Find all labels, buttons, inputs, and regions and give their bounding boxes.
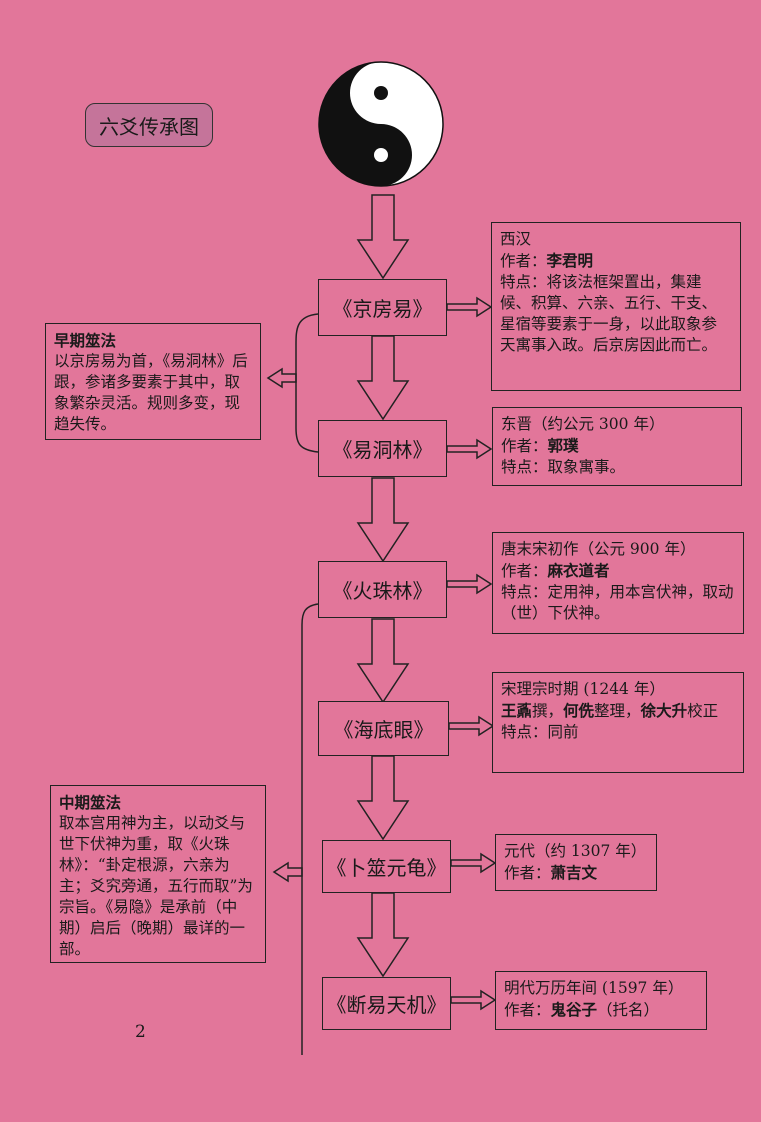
down-arrow [356, 194, 410, 280]
middle-method-text: 取本宫用神为主，以动爻与世下伏神为重，取《火珠林》：“卦定根源，六亲为主；爻究旁… [59, 814, 253, 958]
info-box-haidiyan: 宋理宗时期 (1244 年） 王鼒撰，何侁整理，徐大升校正 特点：同前 [492, 672, 744, 773]
info-author-line: 王鼒撰，何侁整理，徐大升校正 [501, 701, 719, 720]
info-box-yidonglin: 东晋（约公元 300 年） 作者：郭璞 特点：取象寓事。 [492, 407, 742, 486]
middle-bracket [301, 603, 319, 1055]
info-author: 郭璞 [547, 436, 579, 455]
info-feature: 特点：取象寓事。 [501, 458, 626, 476]
info-author-line: 作者：麻衣道者 [501, 561, 610, 580]
down-arrow [356, 477, 410, 563]
info-box-duanyitianji: 明代万历年间 (1597 年） 作者：鬼谷子（托名） [495, 971, 707, 1030]
info-box-huozhulin: 唐末宋初作（公元 900 年） 作者：麻衣道者 特点：定用神，用本宫伏神，取动（… [492, 532, 744, 634]
info-author: 鬼谷子 [550, 1000, 598, 1019]
diagram-title: 六爻传承图 [85, 103, 213, 147]
right-arrow [448, 715, 495, 737]
book-jingfangyi: 《京房易》 [318, 279, 447, 336]
info-author: 萧吉文 [550, 863, 598, 882]
info-era: 元代（约 1307 年） [504, 842, 647, 860]
book-huozhulin: 《火珠林》 [318, 561, 447, 618]
middle-method-heading: 中期筮法 [59, 793, 122, 812]
info-era: 西汉 [500, 230, 532, 248]
info-author: 麻衣道者 [547, 561, 610, 580]
right-arrow [446, 573, 493, 595]
info-feature: 特点：同前 [501, 723, 579, 741]
early-bracket [295, 313, 319, 453]
down-arrow [356, 618, 410, 704]
right-arrow [450, 989, 497, 1011]
info-era: 宋理宗时期 (1244 年） [501, 680, 665, 698]
info-era: 明代万历年间 (1597 年） [504, 979, 684, 997]
right-arrow [450, 852, 497, 874]
info-feature: 特点：定用神，用本宫伏神，取动（世）下伏神。 [501, 583, 734, 622]
book-duanyitianji: 《断易天机》 [322, 977, 451, 1030]
page-number: 2 [135, 1022, 146, 1042]
book-haidiyan: 《海底眼》 [318, 701, 449, 756]
info-feature: 特点：将该法框架置出，集建候、积算、六亲、五行、干支、星宿等要素于一身，以此取象… [500, 273, 718, 354]
right-arrow [446, 296, 493, 318]
down-arrow [356, 892, 410, 978]
right-arrow [446, 438, 493, 460]
yin-yang-icon [318, 61, 444, 187]
early-method-text: 以京房易为首，《易洞林》后跟，参诸多要素于其中，取象繁杂灵活。规则多变，现趋失传… [54, 352, 248, 433]
info-author-line: 作者：鬼谷子（托名） [504, 1000, 660, 1019]
info-box-jingfangyi: 西汉 作者：李君明 特点：将该法框架置出，集建候、积算、六亲、五行、干支、星宿等… [491, 222, 741, 391]
info-author-line: 作者：郭璞 [501, 436, 579, 455]
book-yidonglin: 《易洞林》 [318, 420, 447, 477]
info-box-bushiyuangui: 元代（约 1307 年） 作者：萧吉文 [495, 834, 657, 891]
down-arrow [356, 755, 410, 841]
left-arrow-middle [272, 861, 303, 883]
info-author-line: 作者：李君明 [500, 251, 594, 270]
early-method-box: 早期筮法 以京房易为首，《易洞林》后跟，参诸多要素于其中，取象繁杂灵活。规则多变… [45, 323, 261, 440]
info-era: 东晋（约公元 300 年） [501, 415, 665, 433]
early-method-heading: 早期筮法 [54, 331, 117, 350]
middle-method-box: 中期筮法 取本宫用神为主，以动爻与世下伏神为重，取《火珠林》：“卦定根源，六亲为… [50, 785, 266, 963]
book-bushiyuangui: 《卜筮元龟》 [322, 840, 451, 893]
down-arrow [356, 335, 410, 421]
info-author-line: 作者：萧吉文 [504, 863, 598, 882]
left-arrow-early [266, 367, 297, 389]
info-author: 李君明 [546, 251, 594, 270]
info-era: 唐末宋初作（公元 900 年） [501, 540, 696, 558]
